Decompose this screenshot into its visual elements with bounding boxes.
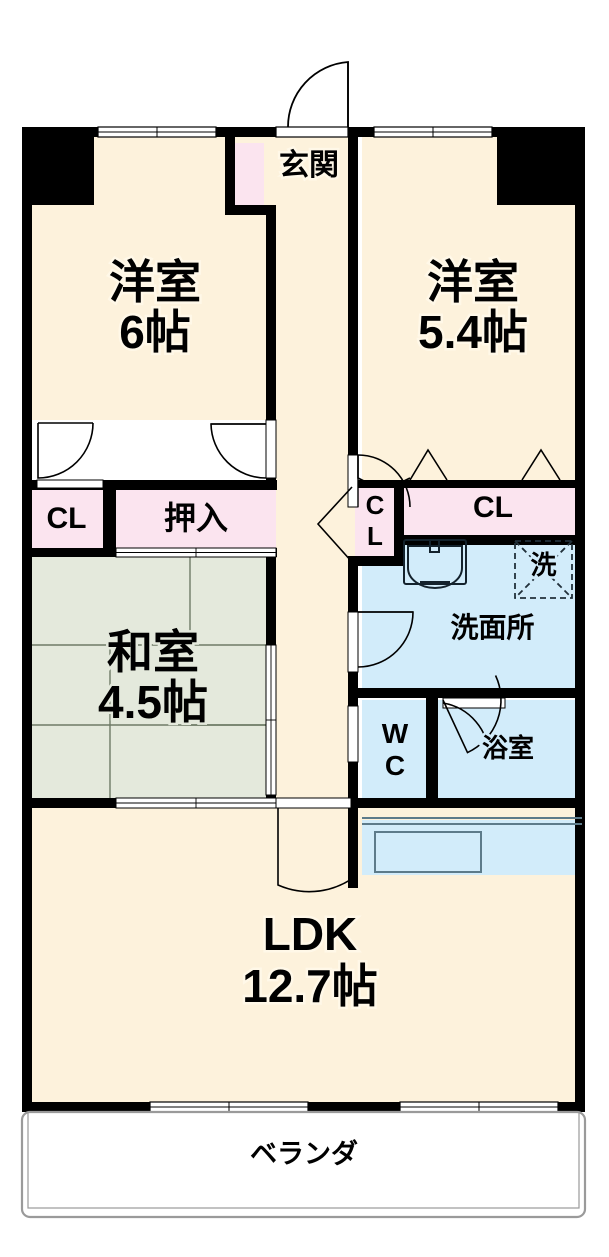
- floor-senmenjo: [362, 545, 582, 695]
- floor-washitsu: [30, 555, 276, 805]
- room-label-youshitsu-6-line2: 6帖: [117, 305, 194, 359]
- wall-cl-narrow-bottom: [348, 556, 404, 566]
- room-label-washitsu-line1: 和室: [105, 625, 202, 679]
- symbol-cl-right-folding-1: [409, 448, 448, 481]
- storage-label-oshiire: 押入: [116, 499, 276, 537]
- room-label-yokushitsu-line1: 浴室: [479, 732, 536, 765]
- swing-youshitsu54-door: [357, 455, 411, 486]
- window-youshitsu54-top: [373, 126, 493, 138]
- room-label-ldk: LDK 12.7帖: [200, 907, 420, 1013]
- vanity-sink-icon: [403, 539, 467, 589]
- room-label-wc: W C: [362, 715, 428, 784]
- floor-fills: [30, 135, 582, 1110]
- wall-senmenjo-left: [348, 556, 358, 806]
- door-opening-cl-left: [36, 479, 104, 489]
- wall-genkan-bottom: [225, 205, 268, 215]
- tatami-joint-lines: [30, 555, 276, 805]
- room-label-wc-line2: C: [382, 748, 407, 784]
- room-label-veranda: ベランダ: [204, 1137, 404, 1171]
- swing-yokushitsu-door: [442, 675, 502, 754]
- room-label-washitsu: 和室 4.5帖: [58, 625, 248, 729]
- room-label-wc-line1: W: [379, 715, 410, 751]
- fixture-label-washing-machine: 洗: [515, 549, 572, 582]
- window-ldk-balcony-left: [149, 1101, 309, 1113]
- room-label-washitsu-line2: 4.5帖: [96, 675, 211, 729]
- fusuma-washitsu-top: [115, 547, 277, 558]
- wall-wc-right: [426, 698, 438, 808]
- room-label-youshitsu-54-line2: 5.4帖: [416, 305, 531, 359]
- wall-genkan-right: [348, 135, 358, 495]
- room-label-senmenjo: 洗面所: [415, 610, 570, 645]
- window-youshitsu6-top: [97, 126, 217, 138]
- genkan-door-opening: [275, 126, 349, 138]
- swing-senmenjo-door: [357, 611, 414, 668]
- wall-above-closets-left: [32, 480, 277, 490]
- room-label-ldk-line2: 12.7帖: [240, 959, 381, 1013]
- floor-cl-right: [404, 487, 582, 535]
- floor-yokushitsu: [437, 700, 582, 805]
- column-top-right: [497, 127, 575, 205]
- door-opening-youshitsu6: [265, 419, 277, 479]
- swing-ldk-door: [277, 808, 351, 893]
- room-label-veranda-line1: ベランダ: [248, 1137, 361, 1171]
- wall-senmenjo-bottom: [348, 688, 582, 698]
- storage-label-cl-narrow: C L: [355, 487, 395, 554]
- symbol-cl-right-folding-2: [521, 448, 561, 481]
- room-label-youshitsu-6-line1: 洋室: [107, 255, 204, 309]
- storage-label-cl-left-text: CL: [44, 501, 89, 537]
- room-label-genkan-line1: 玄関: [277, 148, 342, 184]
- balcony-outline: [20, 1110, 587, 1219]
- fusuma-washitsu-bottom: [115, 797, 277, 809]
- fusuma-washitsu-right: [265, 644, 277, 796]
- floor-cl-narrow: [355, 487, 395, 562]
- window-ldk-balcony-right: [399, 1101, 559, 1113]
- storage-label-cl-right-text: CL: [471, 490, 516, 526]
- room-label-youshitsu-54-line1: 洋室: [425, 255, 522, 309]
- storage-label-cl-narrow-line2: L: [365, 519, 386, 554]
- door-opening-ldk: [275, 797, 352, 809]
- column-top-left: [32, 127, 94, 205]
- storage-label-cl-left: CL: [30, 501, 103, 537]
- storage-label-cl-narrow-line1: C: [363, 487, 387, 522]
- fixtures-group: [362, 539, 582, 873]
- floor-wc: [362, 700, 430, 805]
- room-label-ldk-line1: LDK: [260, 907, 360, 961]
- wall-closet-divider: [103, 487, 116, 557]
- wall-wcbath-bottom: [348, 798, 582, 808]
- washing-machine-pan-icon: [514, 540, 573, 599]
- door-opening-yokushitsu: [442, 697, 506, 709]
- swing-youshitsu6-doorB: [210, 423, 267, 479]
- door-opening-wc: [347, 705, 359, 763]
- wall-corridor-right-lower: [348, 688, 358, 888]
- room-label-senmenjo-line1: 洗面所: [448, 610, 537, 645]
- wall-cl-right-bottom: [404, 535, 582, 545]
- wall-left: [22, 127, 32, 1112]
- room-label-yokushitsu: 浴室: [443, 732, 573, 765]
- wall-cl-top: [348, 480, 582, 488]
- wall-cl-narrow-right: [394, 487, 404, 562]
- swing-genkan-door: [287, 61, 349, 128]
- room-label-youshitsu-6: 洋室 6帖: [60, 255, 250, 359]
- floor-oshiire: [116, 487, 276, 555]
- symbol-cl-narrow-folding: [316, 486, 353, 563]
- wall-right: [575, 127, 585, 1112]
- door-swings: [37, 61, 561, 893]
- swing-youshitsu6-doorA: [37, 422, 94, 479]
- kitchen-counter-icon: [362, 817, 582, 873]
- room-label-genkan: 玄関: [264, 148, 354, 184]
- floor-shoebox: [232, 143, 264, 205]
- storage-label-cl-right: CL: [404, 490, 582, 526]
- door-opening-senmenjo: [347, 611, 359, 673]
- room-label-youshitsu-54: 洋室 5.4帖: [378, 255, 568, 359]
- fixture-label-washing-machine-text: 洗: [528, 549, 559, 582]
- floor-corridor-upper: [268, 195, 356, 495]
- wall-genkan-left: [225, 135, 235, 215]
- wall-corridor-left-upper: [266, 205, 276, 490]
- storage-label-oshiire-text: 押入: [161, 499, 230, 537]
- floor-cl-left: [30, 487, 103, 555]
